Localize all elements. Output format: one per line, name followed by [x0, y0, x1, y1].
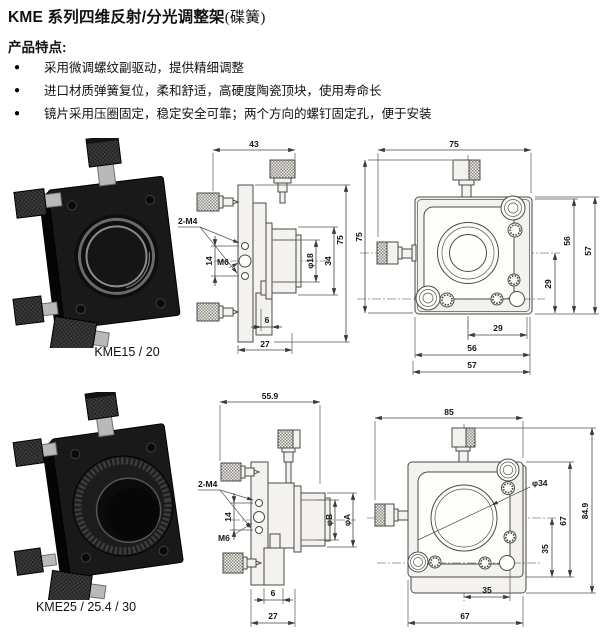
feature-item: ● 进口材质弹簧复位，柔和舒适，高硬度陶瓷顶块，使用寿命长	[8, 84, 432, 98]
drawing-kme15-front-view: 75 75 56 57 29 29 56 57	[354, 139, 599, 375]
mounting-holes	[253, 499, 265, 534]
lower-left-knob	[222, 552, 263, 574]
dim-holes-callout: 2-M4	[178, 216, 198, 226]
dim-overall-height: 75	[335, 235, 345, 245]
dim-bottom-outer: 67	[460, 611, 470, 621]
bullet-icon: ●	[14, 62, 21, 73]
dim-depth: 27	[260, 339, 270, 349]
top-adjustment-knob	[451, 427, 476, 463]
dim-height-outer: 84.9	[580, 502, 590, 519]
dimensions: 75 75 56 57 29 29 56 57	[354, 139, 599, 375]
page-title-suffix: (碟簧)	[224, 10, 266, 26]
locking-thumbscrews	[428, 481, 517, 571]
lens-tube	[72, 455, 174, 557]
mounting-hole	[499, 555, 515, 571]
dim-depth-overall: 55.9	[262, 391, 279, 401]
left-adjustment-knob	[374, 503, 409, 527]
dim-depth: 27	[268, 611, 278, 621]
page-title: KME 系列四维反射/分光调整架(碟簧)	[8, 5, 266, 27]
dimensions: 85 φ34 35 67 84.9 35 67	[374, 407, 596, 627]
dim-depth-overall: 43	[249, 139, 259, 149]
lens-opening	[437, 222, 499, 284]
upper-left-knob	[13, 188, 63, 219]
drawing-kme25-front-view: 85 φ34 35 67 84.9 35 67	[367, 407, 596, 627]
page-title-main: KME 系列四维反射/分光调整架	[8, 9, 225, 26]
dimensions: 55.9 2-M4 14 M6 φB φA	[198, 391, 357, 627]
top-adjustment-knob	[84, 392, 119, 438]
dim-inner-height: 34	[323, 256, 333, 266]
mounting-hole	[509, 291, 525, 307]
dim-height-inner: 67	[558, 516, 568, 526]
dim-offset: 6	[265, 315, 270, 325]
lower-front-knob	[49, 315, 110, 348]
dim-hole-spacing: 14	[204, 256, 214, 266]
lower-front-knob	[47, 569, 107, 600]
dim-aperture-callout: φ34	[532, 478, 548, 488]
dim-width-top: 75	[449, 139, 459, 149]
product-photo-kme15	[12, 138, 181, 348]
mount-side-face	[38, 189, 68, 331]
locking-thumbscrews	[439, 222, 525, 308]
feature-item: ● 镜片采用压圈固定，稳定安全可靠；两个方向的螺钉固定孔，便于安装	[8, 107, 432, 121]
drawing-kme25-side-view: 55.9 2-M4 14 M6 φB φA	[198, 391, 357, 627]
dim-holes-callout: 2-M4	[198, 479, 218, 489]
model-label-kme15: KME15 / 20	[94, 345, 160, 359]
feature-text: 采用微调螺纹副驱动，提供精细调整	[44, 61, 245, 75]
dim-width-top: 85	[444, 407, 454, 417]
mount-plates	[250, 461, 295, 586]
model-label-kme25: KME25 / 25.4 / 30	[35, 600, 137, 614]
dim-bottom-mid: 56	[467, 343, 477, 353]
feature-text: 进口材质弹簧复位，柔和舒适，高硬度陶瓷顶块，使用寿命长	[44, 84, 382, 98]
lower-left-knob	[12, 295, 59, 326]
dim-outer-diameter: φA	[342, 514, 352, 526]
dim-height-left: 75	[354, 232, 364, 242]
lower-left-knob	[196, 302, 240, 322]
product-photo-kme25	[12, 392, 184, 600]
mount-side-face	[42, 439, 73, 580]
feature-text: 镜片采用压圈固定，稳定安全可靠；两个方向的螺钉固定孔，便于安装	[44, 107, 432, 121]
features-heading: 产品特点:	[8, 40, 67, 55]
dim-bottom-center: 35	[482, 585, 492, 595]
dim-bore: φB	[324, 514, 334, 526]
lens-opening	[74, 214, 159, 299]
dim-offset: 6	[271, 588, 276, 598]
corner-holes	[70, 442, 169, 563]
dim-bottom-outer: 57	[467, 360, 477, 370]
corner-holes	[66, 194, 166, 315]
left-adjustment-knob	[376, 241, 417, 265]
dim-bottom-center: 29	[493, 323, 503, 333]
drawing-kme15-side-view: 43 2-M4 14 M6 φ18 34 75	[178, 139, 350, 354]
top-adjustment-knob	[452, 159, 481, 198]
feature-item: ● 采用微调螺纹副驱动，提供精细调整	[8, 61, 432, 75]
dim-center-thread: M6	[217, 257, 229, 267]
upper-left-knob	[12, 438, 58, 467]
corner-bushings	[407, 458, 520, 573]
dim-center-to-bottom: 35	[540, 544, 550, 554]
upper-left-knob	[196, 192, 240, 212]
bullet-icon: ●	[14, 108, 21, 119]
lens-barrel	[293, 485, 331, 553]
top-adjustment-knob	[85, 138, 122, 187]
upper-left-knob	[220, 462, 261, 482]
lower-left-knob	[13, 547, 58, 576]
dim-height-inner: 56	[562, 236, 572, 246]
dimensions: 43 2-M4 14 M6 φ18 34 75	[178, 139, 350, 354]
dim-center-to-bottom: 29	[543, 279, 553, 289]
top-adjustment-knob	[269, 159, 296, 204]
top-adjustment-knob	[277, 429, 301, 484]
feature-list: ● 采用微调螺纹副驱动，提供精细调整 ● 进口材质弹簧复位，柔和舒适，高硬度陶瓷…	[8, 61, 432, 130]
dim-center-thread: M6	[218, 533, 230, 543]
lens-barrel	[265, 222, 302, 300]
dim-aperture: φ18	[305, 253, 315, 269]
dim-height-outer: 57	[583, 246, 593, 256]
mounting-holes	[238, 242, 252, 280]
dim-hole-spacing: 14	[223, 512, 233, 522]
bullet-icon: ●	[14, 85, 21, 96]
